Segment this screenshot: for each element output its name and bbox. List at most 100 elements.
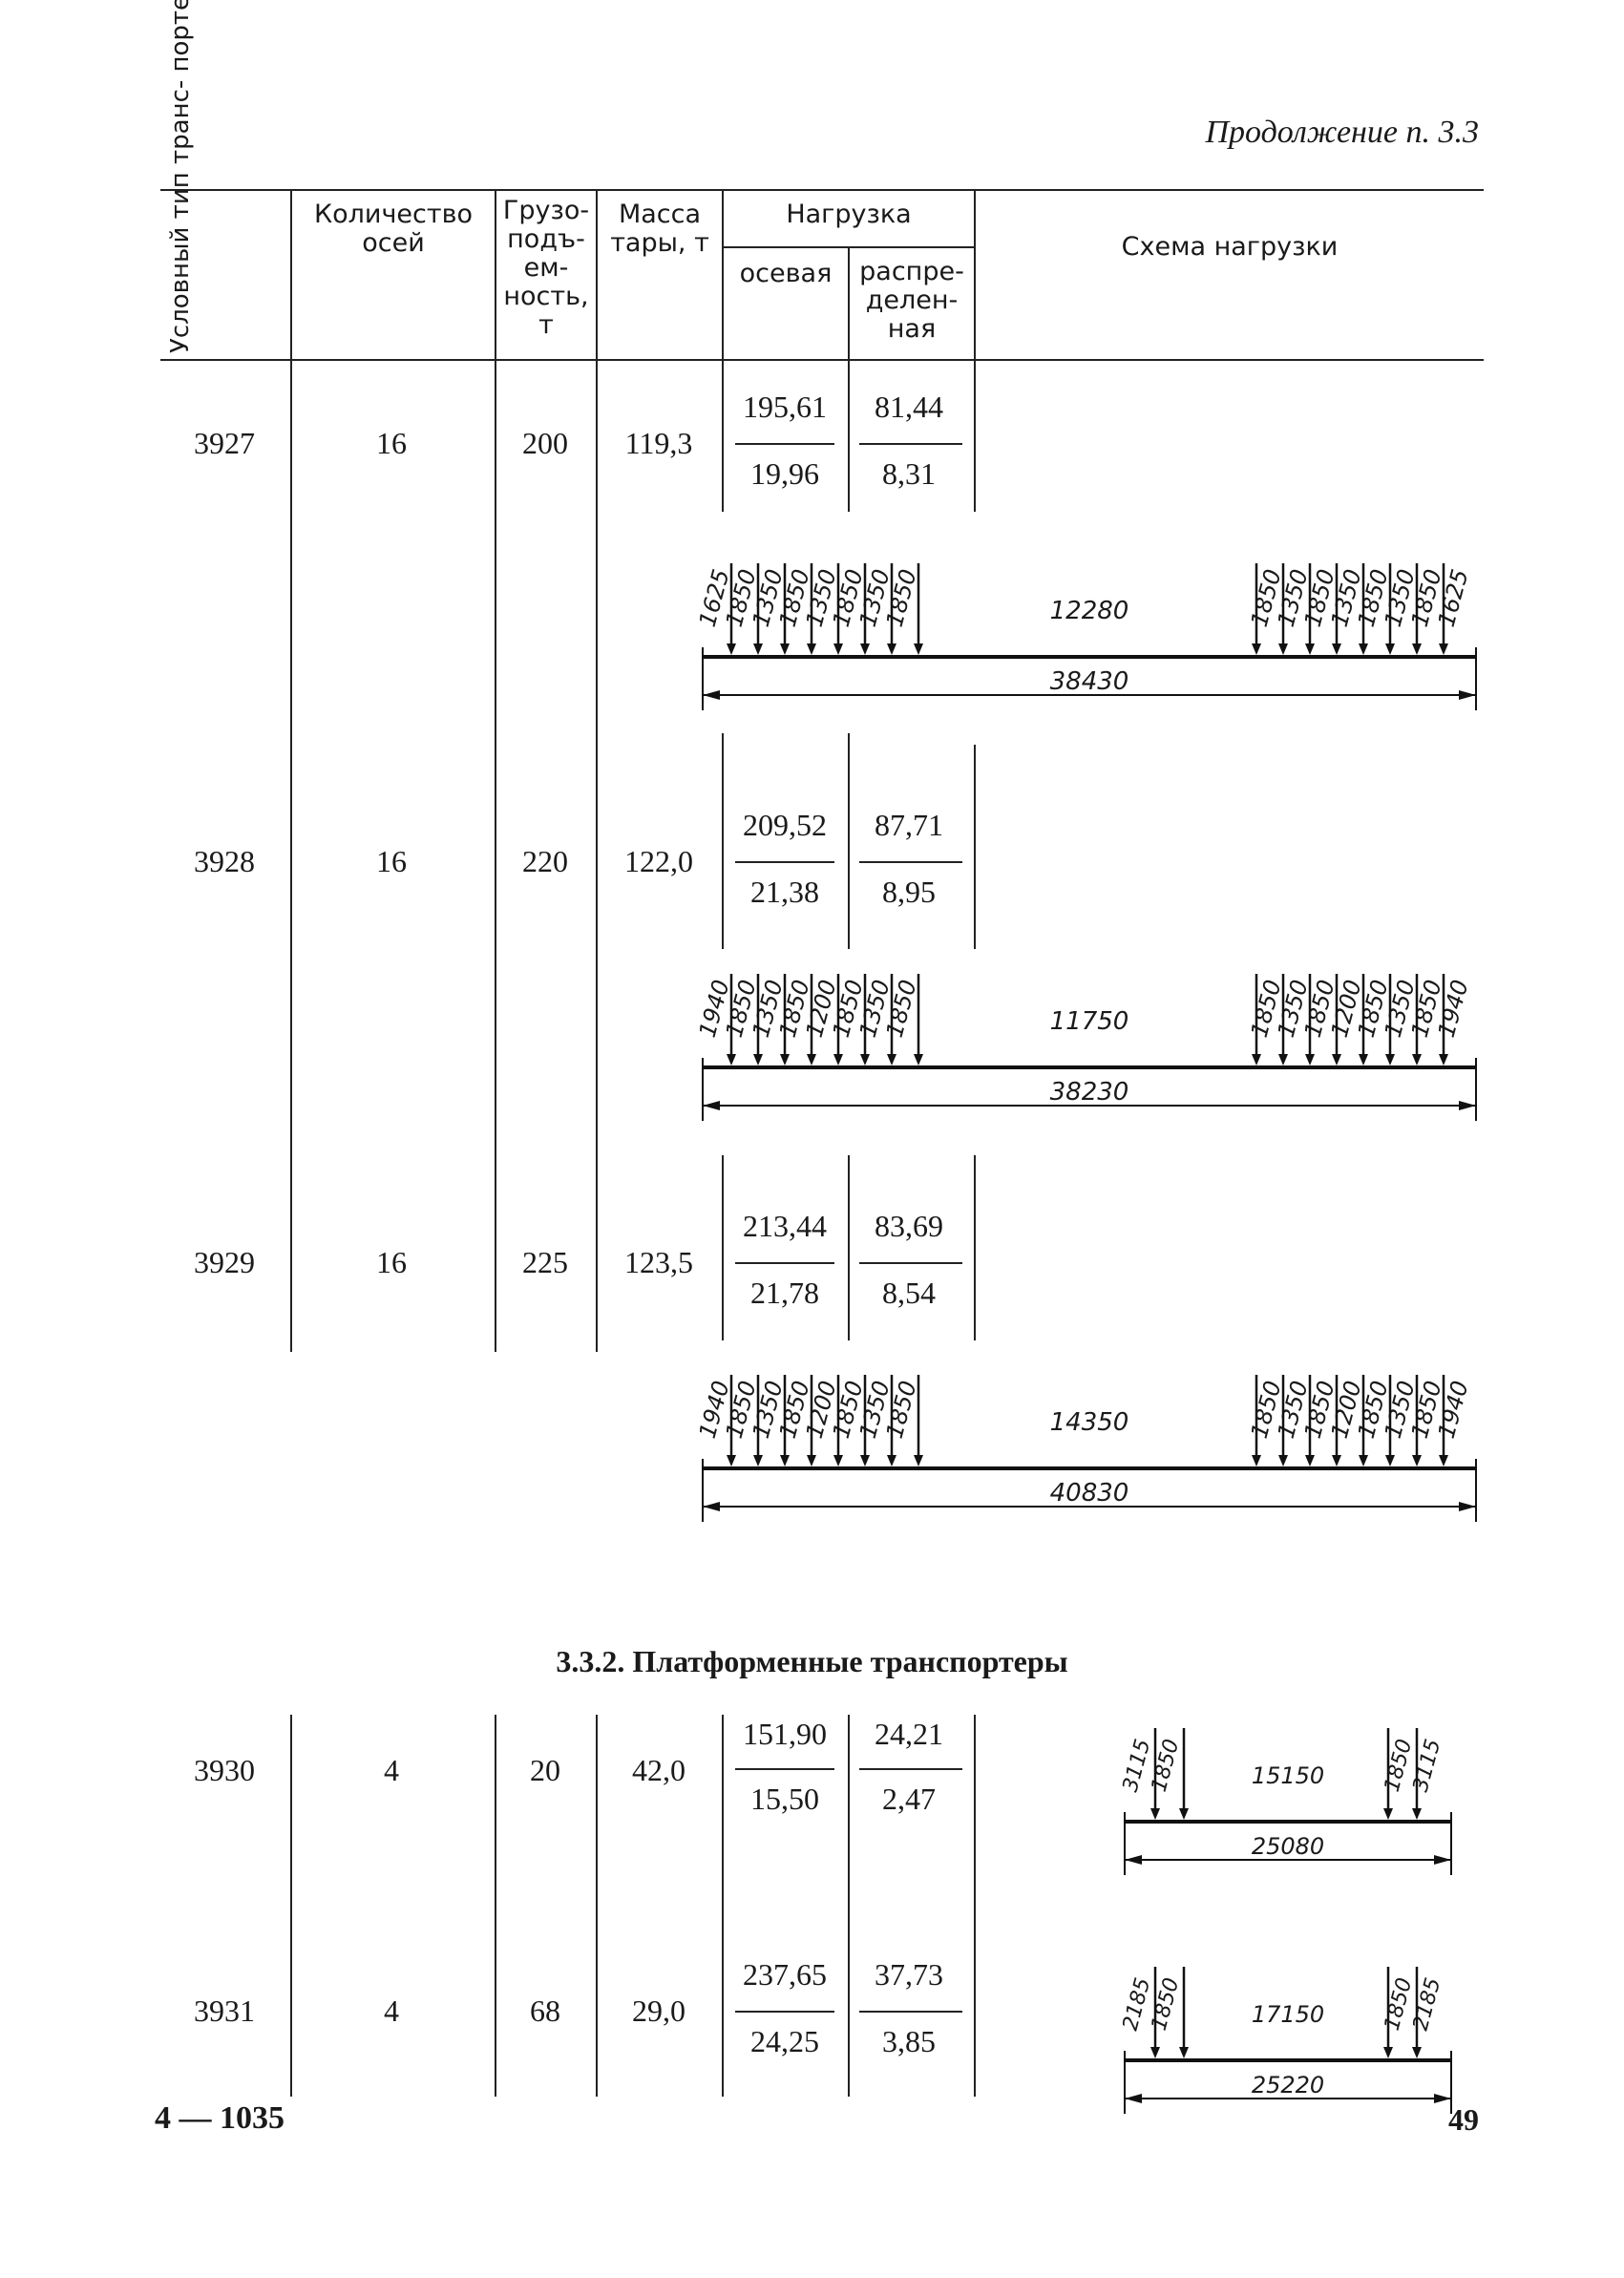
column-rule [290, 359, 292, 1352]
row-tare: 29,0 [632, 1993, 685, 2028]
arrow-icon [1385, 1455, 1395, 1466]
arrow-icon [753, 643, 763, 655]
load-rule [974, 745, 976, 949]
header-scheme: Схема нагрузки [1121, 232, 1339, 262]
distributed-load: 81,44 [875, 390, 943, 424]
header-divider [495, 189, 496, 361]
header-axles: Количество осей [313, 200, 474, 258]
load-rule [848, 361, 850, 512]
total-length-label: 38430 [1050, 667, 1129, 696]
arrow-icon [1150, 1808, 1160, 1820]
arrow-icon [780, 1455, 790, 1466]
total-length-label: 25080 [1252, 1833, 1324, 1860]
arrow-icon [1332, 1455, 1341, 1466]
arrow-icon [1412, 1054, 1422, 1065]
total-length-label: 40830 [1050, 1479, 1129, 1508]
arrow-icon [860, 643, 870, 655]
axial-load: 237,65 [743, 1957, 827, 1992]
arrow-icon [1412, 1455, 1422, 1466]
load-rule [722, 733, 724, 949]
arrow-icon [833, 1455, 843, 1466]
header-distributed: распре- делен- ная [859, 257, 964, 344]
arrow-icon [1125, 2094, 1142, 2103]
row-tare: 123,5 [624, 1245, 693, 1279]
arrow-icon [914, 643, 923, 655]
axial-load-secondary: 15,50 [750, 1782, 819, 1816]
row-capacity: 68 [530, 1993, 560, 2028]
row-capacity: 225 [522, 1245, 568, 1279]
arrow-icon [1459, 690, 1476, 700]
arrow-icon [1305, 1054, 1315, 1065]
row-axles: 4 [384, 1993, 399, 2028]
arrow-icon [807, 1054, 816, 1065]
axial-load: 195,61 [743, 390, 827, 424]
row-type: 3930 [194, 1753, 255, 1787]
axial-load-secondary: 19,96 [750, 456, 819, 491]
fraction-bar [735, 1262, 834, 1264]
arrow-icon [1359, 1054, 1368, 1065]
gap-length-label: 12280 [1050, 597, 1129, 625]
arrow-icon [1459, 1502, 1476, 1511]
arrow-icon [860, 1455, 870, 1466]
arrow-icon [1305, 643, 1315, 655]
arrow-icon [703, 1502, 720, 1511]
fraction-bar [859, 2011, 962, 2013]
arrow-icon [1359, 1455, 1368, 1466]
header-tare: Масса тары, т [610, 200, 709, 258]
row-tare: 42,0 [632, 1753, 685, 1787]
arrow-icon [727, 1054, 736, 1065]
total-length-label: 25220 [1252, 2072, 1324, 2099]
row-capacity: 20 [530, 1753, 560, 1787]
load-rule [722, 361, 724, 512]
arrow-icon [807, 1455, 816, 1466]
fraction-bar [735, 861, 834, 863]
fraction-bar [735, 1768, 834, 1770]
row-axles: 4 [384, 1753, 399, 1787]
axial-load: 209,52 [743, 808, 827, 842]
arrow-icon [753, 1455, 763, 1466]
load-rule [974, 1155, 976, 1340]
arrow-icon [727, 643, 736, 655]
arrow-icon [1383, 2047, 1393, 2058]
arrow-icon [833, 643, 843, 655]
arrow-icon [1434, 2094, 1451, 2103]
header-top-rule [160, 189, 1484, 191]
column-rule [495, 1715, 496, 2097]
arrow-icon [1332, 643, 1341, 655]
distributed-load: 87,71 [875, 808, 943, 842]
arrow-icon [780, 1054, 790, 1065]
arrow-icon [1439, 1455, 1448, 1466]
fraction-bar [859, 1262, 962, 1264]
arrow-icon [1150, 2047, 1160, 2058]
arrow-icon [780, 643, 790, 655]
arrow-icon [833, 1054, 843, 1065]
document-code: 4 — 1035 [155, 2100, 285, 2136]
header-bottom-rule [160, 359, 1484, 361]
gap-length-label: 17150 [1252, 2001, 1324, 2028]
arrow-icon [753, 1054, 763, 1065]
arrow-icon [1252, 643, 1261, 655]
header-divider [722, 189, 724, 361]
arrow-icon [1179, 1808, 1189, 1820]
arrow-icon [1179, 2047, 1189, 2058]
header-load: Нагрузка [786, 200, 912, 229]
axial-load-secondary: 21,38 [750, 875, 819, 909]
arrow-icon [887, 643, 896, 655]
gap-length-label: 11750 [1050, 1007, 1129, 1036]
axial-load: 213,44 [743, 1209, 827, 1243]
arrow-icon [1125, 1855, 1142, 1865]
section-title: 3.3.2. Платформенные транспортеры [556, 1644, 1068, 1678]
row-tare: 119,3 [624, 426, 693, 460]
arrow-icon [1439, 643, 1448, 655]
arrow-icon [1385, 643, 1395, 655]
arrow-icon [887, 1054, 896, 1065]
arrow-icon [1412, 1808, 1422, 1820]
arrow-icon [1252, 1455, 1261, 1466]
distributed-load-secondary: 8,95 [882, 875, 936, 909]
arrow-icon [1439, 1054, 1448, 1065]
arrow-icon [1459, 1101, 1476, 1110]
